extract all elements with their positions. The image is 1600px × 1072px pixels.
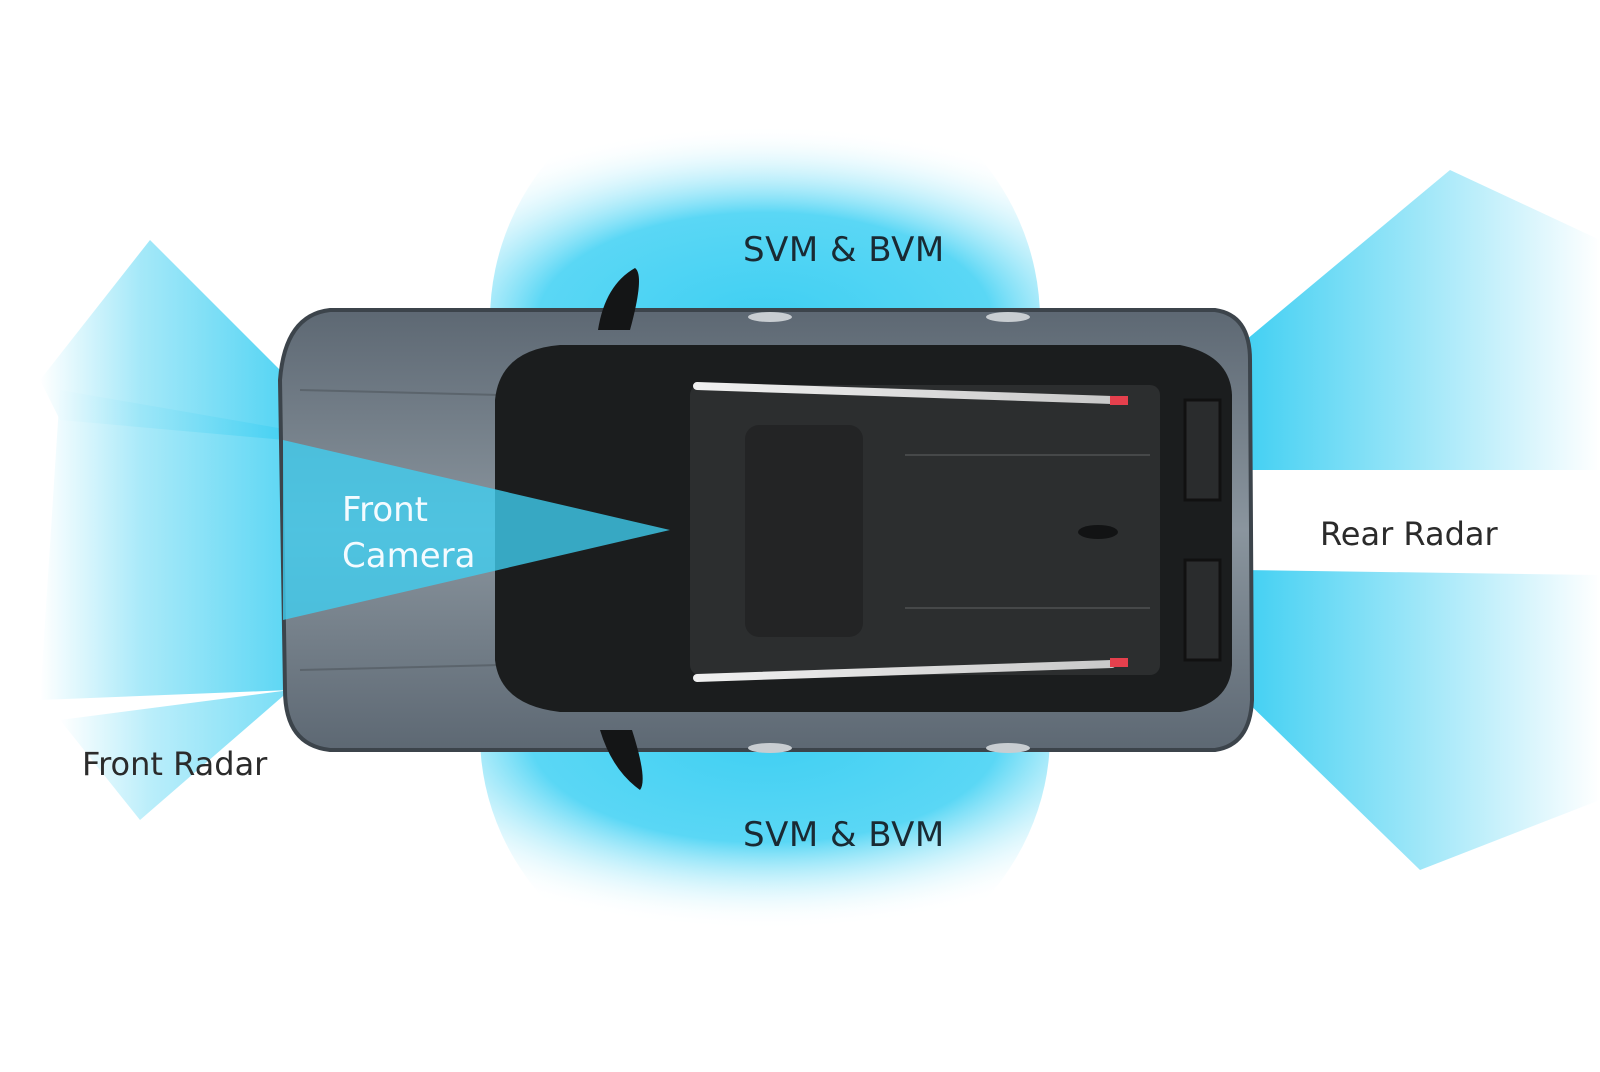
- front-radar-coverage-lower: [60, 690, 290, 820]
- rear-radar-label-band: [1240, 470, 1600, 570]
- car-top-view: [277, 268, 1255, 790]
- svm-top-coverage: [490, 60, 1040, 320]
- svm-bvm-bottom-label: SVM & BVM: [743, 815, 945, 855]
- roof-rail-bottom: [693, 660, 1116, 682]
- rear-radar-label: Rear Radar: [1320, 515, 1498, 553]
- front-camera-coverage: [283, 440, 670, 620]
- antenna: [1078, 525, 1118, 539]
- front-radar-label: Front Radar: [82, 745, 268, 783]
- rear-radar-coverage-upper: [1240, 170, 1600, 470]
- front-camera-label-line2: Camera: [342, 536, 476, 576]
- mirror-top: [598, 268, 639, 330]
- front-radar-coverage-upper: [40, 240, 290, 440]
- roof-rail-top: [693, 382, 1116, 404]
- mirror-bottom: [600, 730, 643, 790]
- svm-bottom-coverage: [480, 735, 1050, 995]
- svm-bvm-top-label: SVM & BVM: [743, 230, 945, 270]
- front-camera-label: Front Camera: [342, 487, 475, 579]
- sunroof: [745, 425, 863, 637]
- front-radar-coverage-main: [40, 390, 290, 700]
- front-camera-label-line1: Front: [342, 490, 428, 530]
- rear-radar-coverage-lower: [1240, 570, 1600, 870]
